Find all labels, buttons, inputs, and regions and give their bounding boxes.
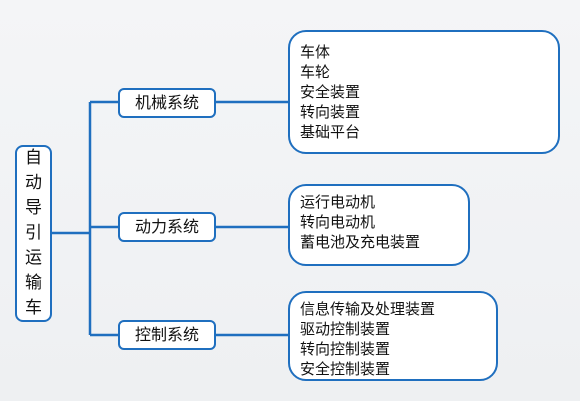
root-char: 自	[25, 148, 42, 168]
leaf-item: 驱动控制装置	[300, 320, 391, 338]
leaf-node-power: 运行电动机 转向电动机 蓄电池及充电装置	[288, 184, 470, 266]
root-char: 动	[25, 173, 42, 193]
leaf-item: 信息传输及处理装置	[300, 300, 436, 318]
leaf-item: 基础平台	[300, 123, 361, 141]
branch-label: 机械系统	[134, 93, 199, 112]
root-char: 导	[25, 198, 42, 218]
branch-label: 动力系统	[134, 217, 199, 236]
leaf-item: 转向电动机	[300, 213, 376, 231]
root-char: 运	[25, 248, 42, 268]
leaf-item: 转向装置	[300, 103, 361, 121]
root-char: 引	[25, 223, 42, 243]
root-char: 车	[25, 298, 42, 318]
leaf-item: 安全装置	[300, 83, 361, 101]
leaf-node-mechanical: 车体 车轮 安全装置 转向装置 基础平台	[288, 30, 560, 154]
leaf-item: 车体	[300, 43, 331, 61]
leaf-item: 车轮	[300, 63, 331, 81]
branch-label: 控制系统	[134, 325, 199, 344]
leaf-item: 转向控制装置	[300, 340, 391, 358]
leaf-node-control: 信息传输及处理装置 驱动控制装置 转向控制装置 安全控制装置	[288, 291, 498, 381]
root-char: 输	[25, 273, 42, 293]
leaf-item: 运行电动机	[300, 193, 376, 211]
leaf-item: 蓄电池及充电装置	[300, 233, 421, 251]
branch-node-mechanical: 机械系统	[118, 88, 216, 118]
branch-node-power: 动力系统	[118, 212, 216, 242]
leaf-item: 安全控制装置	[300, 360, 391, 378]
branch-node-control: 控制系统	[118, 320, 216, 350]
root-node: 自 动 导 引 运 输 车	[15, 145, 52, 322]
